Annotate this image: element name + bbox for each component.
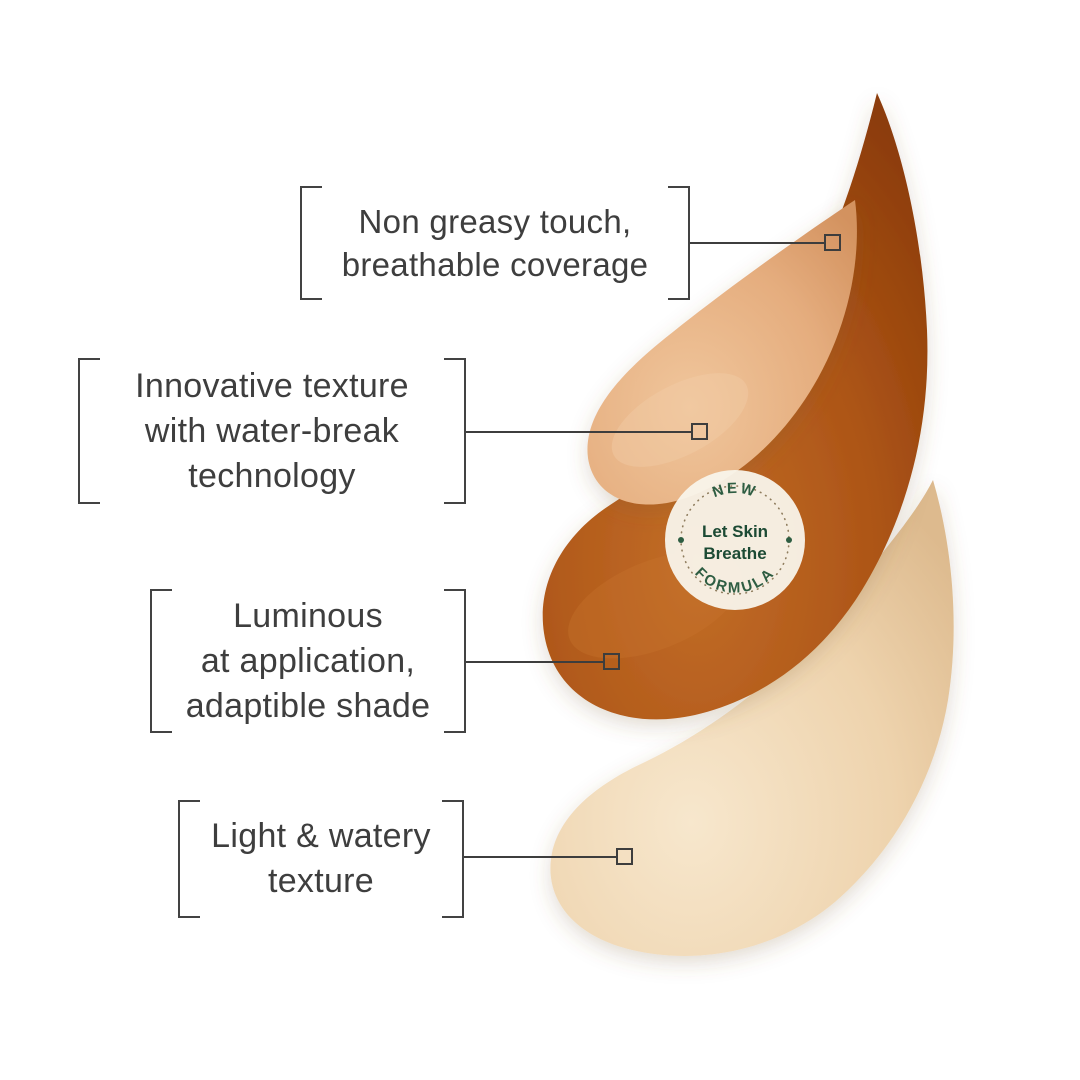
- bracket-right: [442, 800, 464, 918]
- badge-dot-left: [678, 537, 684, 543]
- bracket-left: [178, 800, 200, 918]
- callout-line: adaptible shade: [185, 686, 431, 725]
- bracket-right: [668, 186, 690, 300]
- medium-beige-smear: [587, 200, 857, 505]
- marker-light-watery: [616, 848, 633, 865]
- callout-light-watery: Light & watery texture: [178, 800, 464, 918]
- bracket-right: [444, 589, 466, 733]
- badge-center-line1: Let Skin: [702, 522, 768, 541]
- callout-line: with water-break: [144, 411, 400, 450]
- badge-center-line2: Breathe: [703, 544, 766, 563]
- marker-luminous: [603, 653, 620, 670]
- bracket-left: [78, 358, 100, 504]
- callout-line: technology: [188, 456, 356, 495]
- connector-light-watery: [464, 856, 616, 858]
- connector-luminous: [466, 661, 603, 663]
- marker-innovative-texture: [691, 423, 708, 440]
- connector-innovative-texture: [466, 431, 691, 433]
- callout-innovative-texture: Innovative texture with water-break tech…: [78, 358, 466, 504]
- new-formula-badge: NEW FORMULA Let Skin Breathe: [665, 470, 805, 610]
- callout-line: breathable coverage: [341, 246, 649, 283]
- badge-disc: [665, 470, 805, 610]
- marker-non-greasy: [824, 234, 841, 251]
- callout-line: texture: [267, 862, 375, 900]
- badge-dot-right: [786, 537, 792, 543]
- bracket-left: [300, 186, 322, 300]
- beige-highlight: [611, 373, 749, 467]
- bracket-right: [444, 358, 466, 504]
- callout-line: Light & watery: [211, 817, 431, 855]
- callout-line: at application,: [200, 641, 416, 680]
- connector-non-greasy: [690, 242, 824, 244]
- badge-arc-top-text: NEW: [710, 480, 759, 501]
- callout-line: Luminous: [233, 596, 383, 635]
- callout-line: Innovative texture: [135, 366, 409, 405]
- callout-luminous: Luminous at application, adaptible shade: [150, 589, 466, 733]
- callout-non-greasy: Non greasy touch, breathable coverage: [300, 186, 690, 300]
- callout-line: Non greasy touch,: [358, 203, 632, 240]
- bracket-left: [150, 589, 172, 733]
